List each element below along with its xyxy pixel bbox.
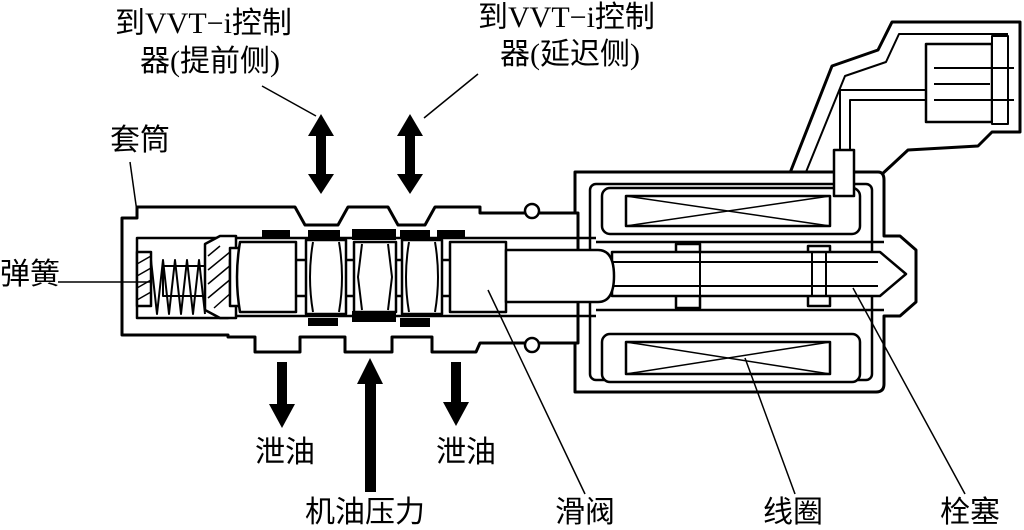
label-drain-right: 泄油 [436, 436, 496, 469]
label-drain-left: 泄油 [255, 436, 315, 469]
upper-coil-cross [625, 195, 831, 227]
o-ring-top [523, 202, 541, 220]
drain-left-arrow [269, 362, 295, 428]
leader-retard [423, 73, 479, 119]
arrow-shaft [277, 362, 287, 408]
arrow-shaft [405, 132, 415, 178]
arrow-head-down [308, 174, 334, 194]
oil-pressure-arrow [357, 358, 383, 492]
spool-land-5 [448, 240, 508, 314]
spool-rod [504, 248, 616, 304]
seal-ring [352, 229, 396, 240]
retard-port-double-arrow [397, 114, 423, 194]
arrow-head-down [397, 174, 423, 194]
spring-retainer-hatch [207, 245, 233, 309]
leader-coil [744, 357, 796, 495]
label-oil-pressure: 机油压力 [305, 496, 425, 529]
spool-land-2-contour [309, 241, 343, 313]
label-coil: 线圈 [763, 496, 823, 529]
seal-ring [352, 311, 396, 322]
seal-ring [262, 230, 290, 239]
connector-terminal-block [991, 35, 1009, 125]
spool-land-2 [304, 238, 348, 316]
label-advance-line-1: 到VVT−i控制 [115, 7, 292, 40]
flow-arrows [269, 114, 469, 492]
leader-sleeve [129, 161, 138, 213]
spool-land-1 [235, 240, 298, 314]
label-spring: 弹簧 [0, 258, 60, 291]
arrow-shaft [451, 362, 461, 406]
seal-ring [400, 230, 430, 239]
seal-ring [308, 230, 340, 239]
spool-land-4-contour [405, 241, 439, 313]
spool-land-3-contour [357, 243, 393, 311]
o-ring-bottom [523, 336, 541, 354]
leader-spool-valve [487, 289, 586, 495]
arrow-head-down [443, 402, 469, 426]
connector-pins [934, 67, 1014, 101]
arrow-head-up [397, 114, 423, 136]
plunger [610, 250, 908, 298]
plunger-detail-lines [612, 252, 878, 296]
arrow-shaft [365, 380, 376, 492]
arrow-head-up [357, 358, 383, 384]
end-plug-hatch [136, 255, 152, 301]
seal-ring [308, 318, 338, 326]
leader-lines [58, 73, 966, 495]
label-retard-line-1: 到VVT−i控制 [478, 1, 655, 34]
advance-port-double-arrow [308, 114, 334, 194]
connector [786, 20, 1022, 180]
leader-plunger [852, 287, 966, 495]
label-plunger: 栓塞 [940, 496, 1000, 529]
plunger-bore [596, 240, 884, 312]
seal-rings [262, 229, 465, 327]
lower-coil-cross [625, 341, 831, 375]
label-sleeve: 套筒 [110, 124, 170, 157]
end-plug [135, 250, 153, 308]
leader-advance [261, 85, 317, 117]
arrow-head-up [308, 114, 334, 136]
drain-right-arrow [443, 362, 469, 426]
label-retard-line-2: 器(延迟侧) [500, 38, 640, 71]
arrow-shaft [316, 132, 326, 178]
spring-retainer [203, 234, 238, 320]
spring [150, 259, 206, 315]
seal-ring [437, 230, 465, 239]
connector-inner-outline [805, 33, 1008, 173]
seal-ring [400, 318, 430, 327]
coil-lead-wire [839, 89, 926, 160]
valve-drawing [120, 20, 1022, 394]
label-advance-line-2: 器(提前侧) [140, 45, 280, 78]
label-spool-valve: 滑阀 [555, 496, 615, 529]
spool-land-4 [400, 238, 444, 316]
arrow-head-down [269, 404, 295, 428]
coil-terminal-pin [832, 148, 856, 198]
